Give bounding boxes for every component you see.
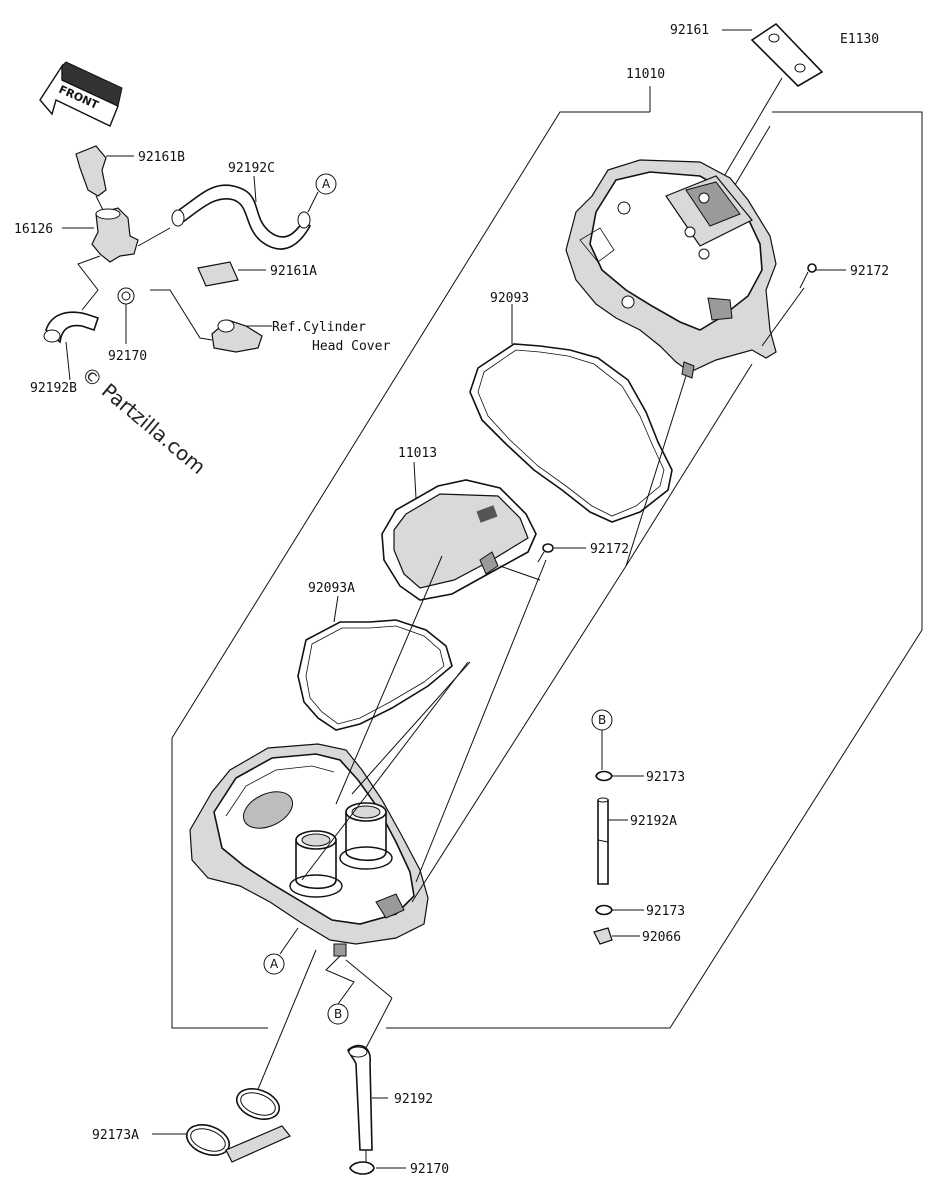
label-92093: 92093 — [490, 291, 529, 306]
leader-lines-lower — [301, 363, 753, 903]
svg-text:A: A — [322, 177, 331, 191]
part-92093a-gasket — [297, 595, 453, 731]
label-92192c: 92192C — [228, 161, 275, 176]
part-11010-upper-housing — [565, 159, 777, 379]
part-92173a-clamp — [152, 949, 317, 1163]
filter-mesh-icon — [476, 505, 498, 523]
watermark-text: © Partzilla.com — [77, 361, 211, 479]
svg-text:A: A — [270, 957, 279, 971]
part-92170-clamp-bottom — [349, 1150, 406, 1175]
front-arrow-icon: FRONT — [39, 61, 123, 127]
label-92170-top: 92170 — [108, 349, 147, 364]
label-92192a: 92192A — [630, 814, 677, 829]
label-92161b: 92161B — [138, 150, 185, 165]
part-92170-clamp-top — [117, 287, 135, 344]
label-92093a: 92093A — [308, 581, 355, 596]
label-16126: 16126 — [14, 222, 53, 237]
label-92161: 92161 — [670, 23, 709, 38]
label-11010: 11010 — [626, 67, 665, 82]
part-92173-clip-upper — [595, 770, 644, 782]
part-lower-housing — [189, 743, 429, 957]
intake-funnel-right — [339, 802, 393, 870]
label-92066: 92066 — [642, 930, 681, 945]
part-ref-cylinder-head-cover — [211, 319, 272, 353]
part-92173-clip-lower — [595, 904, 644, 916]
label-92192: 92192 — [394, 1092, 433, 1107]
label-92173a: 92173A — [92, 1128, 139, 1143]
label-92172-mid: 92172 — [590, 542, 629, 557]
label-ref-line1: Ref.Cylinder — [272, 320, 366, 335]
part-92161a-pad — [197, 261, 266, 287]
assembly-outline — [171, 86, 923, 1029]
label-92170-bottom: 92170 — [410, 1162, 449, 1177]
callout-a-top: A — [307, 173, 337, 213]
callout-b-bottom: B — [325, 955, 355, 1025]
label-92173-b: 92173 — [646, 904, 685, 919]
part-92093-gasket — [469, 304, 673, 523]
part-16126-valve — [62, 207, 139, 263]
callout-a-bottom: A — [263, 927, 299, 975]
svg-text:B: B — [598, 713, 606, 727]
part-92172-screw-mid — [499, 543, 586, 581]
label-92192b: 92192B — [30, 381, 77, 396]
label-ref-line2: Head Cover — [312, 339, 390, 354]
part-92192b-hose — [43, 311, 100, 381]
part-92172-screw-top — [761, 263, 846, 347]
diagram-code: E1130 — [840, 32, 879, 47]
label-92172-top: 92172 — [850, 264, 889, 279]
part-92161-plate — [709, 22, 824, 201]
part-92161b-clip — [75, 145, 134, 213]
part-92192c-hose — [137, 175, 311, 250]
callout-b-right: B — [591, 709, 613, 770]
part-11013-filter — [381, 461, 537, 601]
part-92066-cap — [593, 927, 640, 945]
label-92173-a: 92173 — [646, 770, 685, 785]
leader-lines-top-left — [77, 255, 213, 341]
part-92192a-tube — [597, 797, 628, 885]
part-92192-hose — [345, 959, 393, 1151]
label-11013: 11013 — [398, 446, 437, 461]
svg-text:B: B — [334, 1007, 342, 1021]
intake-funnel-left — [289, 830, 343, 898]
label-92161a: 92161A — [270, 264, 317, 279]
